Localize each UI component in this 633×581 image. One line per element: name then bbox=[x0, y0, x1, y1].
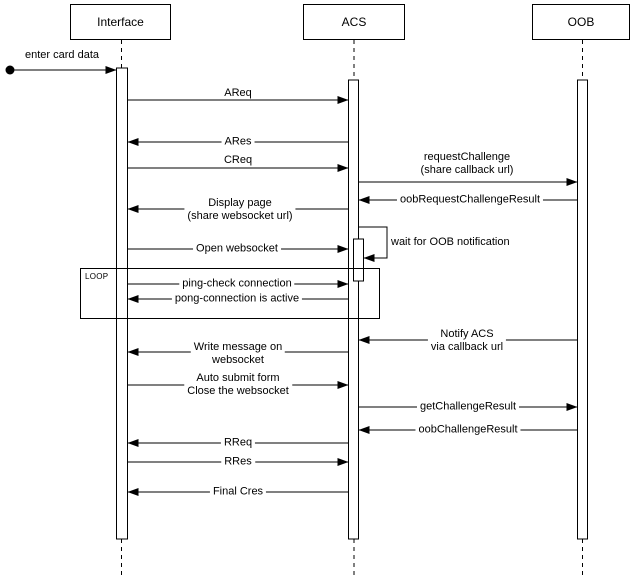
actor-label-interface: Interface bbox=[97, 15, 144, 29]
message-label-line2: via callback url bbox=[430, 341, 504, 353]
message-label-oob-challenge-result: oobChallengeResult bbox=[415, 423, 521, 437]
message-label-final-cres: Final Cres bbox=[209, 485, 267, 499]
message-label-auto-submit: Auto submit form Close the websocket bbox=[184, 372, 292, 398]
message-label-line2: (share callback url) bbox=[420, 164, 514, 176]
message-label-areq: AReq bbox=[224, 87, 252, 99]
message-label-line1: Display page bbox=[208, 197, 272, 209]
message-label-line1: Write message on bbox=[193, 341, 283, 353]
message-label-wait-for-oob: wait for OOB notification bbox=[391, 236, 510, 248]
actor-box-interface: Interface bbox=[70, 4, 171, 40]
activation-bar-acs-nested bbox=[353, 238, 364, 282]
loop-fragment-frame bbox=[80, 268, 380, 319]
message-label-oob-request-challenge-result: oobRequestChallengeResult bbox=[396, 193, 544, 207]
message-label-rreq: RReq bbox=[220, 436, 256, 450]
message-label-open-websocket: Open websocket bbox=[193, 242, 281, 256]
message-label-line2: websocket bbox=[212, 354, 264, 366]
actor-label-acs: ACS bbox=[341, 15, 367, 29]
actor-box-oob: OOB bbox=[532, 4, 630, 40]
actor-box-acs: ACS bbox=[303, 4, 405, 40]
loop-fragment-label: LOOP bbox=[85, 272, 109, 281]
actor-label-oob: OOB bbox=[567, 15, 595, 29]
message-label-ping-check: ping-check connection bbox=[179, 277, 295, 291]
message-label-enter-card-data: enter card data bbox=[25, 49, 99, 61]
message-label-pong-active: pong-connection is active bbox=[171, 292, 303, 306]
message-label-request-challenge: requestChallenge (share callback url) bbox=[417, 151, 517, 177]
activation-bar-acs bbox=[348, 79, 359, 540]
activation-bar-interface bbox=[116, 67, 128, 540]
start-node-icon bbox=[5, 65, 15, 75]
message-label-rres: RRes bbox=[221, 455, 255, 469]
message-label-line1: Notify ACS bbox=[440, 328, 494, 340]
message-label-ares: ARes bbox=[221, 135, 255, 149]
message-label-line2: Close the websocket bbox=[187, 385, 289, 397]
message-label-line1: requestChallenge bbox=[423, 151, 511, 163]
message-label-write-message: Write message on websocket bbox=[190, 341, 286, 367]
arrow-wait-for-oob-self-message bbox=[358, 226, 388, 262]
message-label-line2: (share websocket url) bbox=[187, 210, 293, 222]
message-label-display-page: Display page (share websocket url) bbox=[184, 197, 296, 223]
message-label-get-challenge-result: getChallengeResult bbox=[416, 400, 520, 414]
activation-bar-oob bbox=[577, 79, 588, 540]
message-label-line1: Auto submit form bbox=[196, 372, 280, 384]
message-label-notify-acs: Notify ACS via callback url bbox=[427, 328, 507, 354]
message-label-creq: CReq bbox=[223, 154, 253, 166]
